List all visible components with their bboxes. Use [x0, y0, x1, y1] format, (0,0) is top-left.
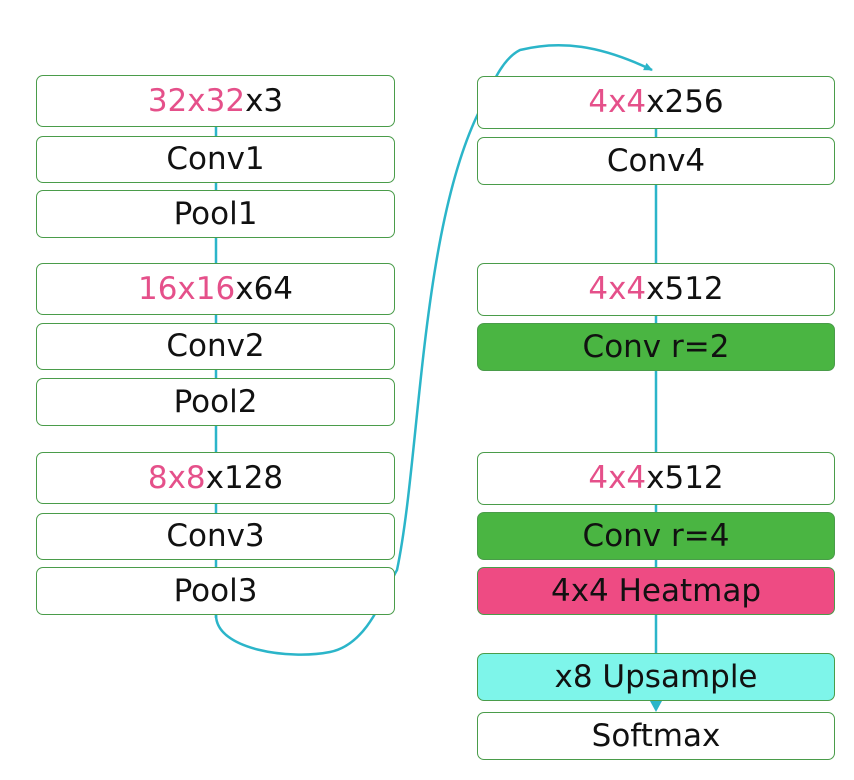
shape3-channels: x128 — [205, 459, 284, 496]
shape2-spatial-dims: 16x16 — [137, 270, 236, 307]
skip-curve-arrow — [214, 43, 653, 656]
dilated-conv-r2-label: Conv r=2 — [582, 328, 730, 365]
shape6-spatial-dims: 4x4 — [588, 460, 647, 496]
pool2-box: Pool2 — [36, 378, 395, 426]
softmax-box: Softmax — [477, 712, 835, 760]
shape4-channels: x256 — [646, 84, 724, 120]
conv3-box: Conv3 — [36, 513, 395, 560]
dilated-conv-r2-box: Conv r=2 — [477, 323, 835, 371]
pool3-box: Pool3 — [36, 567, 395, 615]
pool1-box: Pool1 — [36, 190, 395, 238]
dilated-conv-r4-box: Conv r=4 — [477, 512, 835, 560]
upsample-arrowhead — [650, 701, 662, 712]
pool3-label: Pool3 — [173, 572, 258, 609]
input-channels: x3 — [245, 82, 284, 119]
conv4-box: Conv4 — [477, 137, 835, 185]
shape3-spatial-dims: 8x8 — [147, 459, 206, 496]
conv1-label: Conv1 — [166, 141, 265, 177]
shape5-spatial-dims: 4x4 — [588, 271, 647, 307]
shape5-channels: x512 — [646, 271, 724, 307]
softmax-label: Softmax — [591, 717, 721, 754]
shape2-channels: x64 — [235, 270, 294, 307]
conv3-label: Conv3 — [166, 518, 265, 554]
upsample-box: x8 Upsample — [477, 653, 835, 701]
upsample-label: x8 Upsample — [554, 658, 758, 695]
heatmap-box: 4x4 Heatmap — [477, 567, 835, 615]
shape4-spatial-dims: 4x4 — [588, 84, 647, 120]
conv2-label: Conv2 — [166, 328, 265, 364]
pool2-label: Pool2 — [173, 383, 258, 420]
heatmap-label: 4x4 Heatmap — [550, 572, 762, 609]
input-spatial-dims: 32x32 — [147, 82, 246, 119]
conv1-box: Conv1 — [36, 136, 395, 183]
dilated-conv-r4-label: Conv r=4 — [582, 517, 730, 554]
shape6-channels: x512 — [646, 460, 724, 496]
conv2-box: Conv2 — [36, 323, 395, 370]
pool1-label: Pool1 — [173, 195, 258, 232]
conv4-label: Conv4 — [606, 142, 706, 179]
